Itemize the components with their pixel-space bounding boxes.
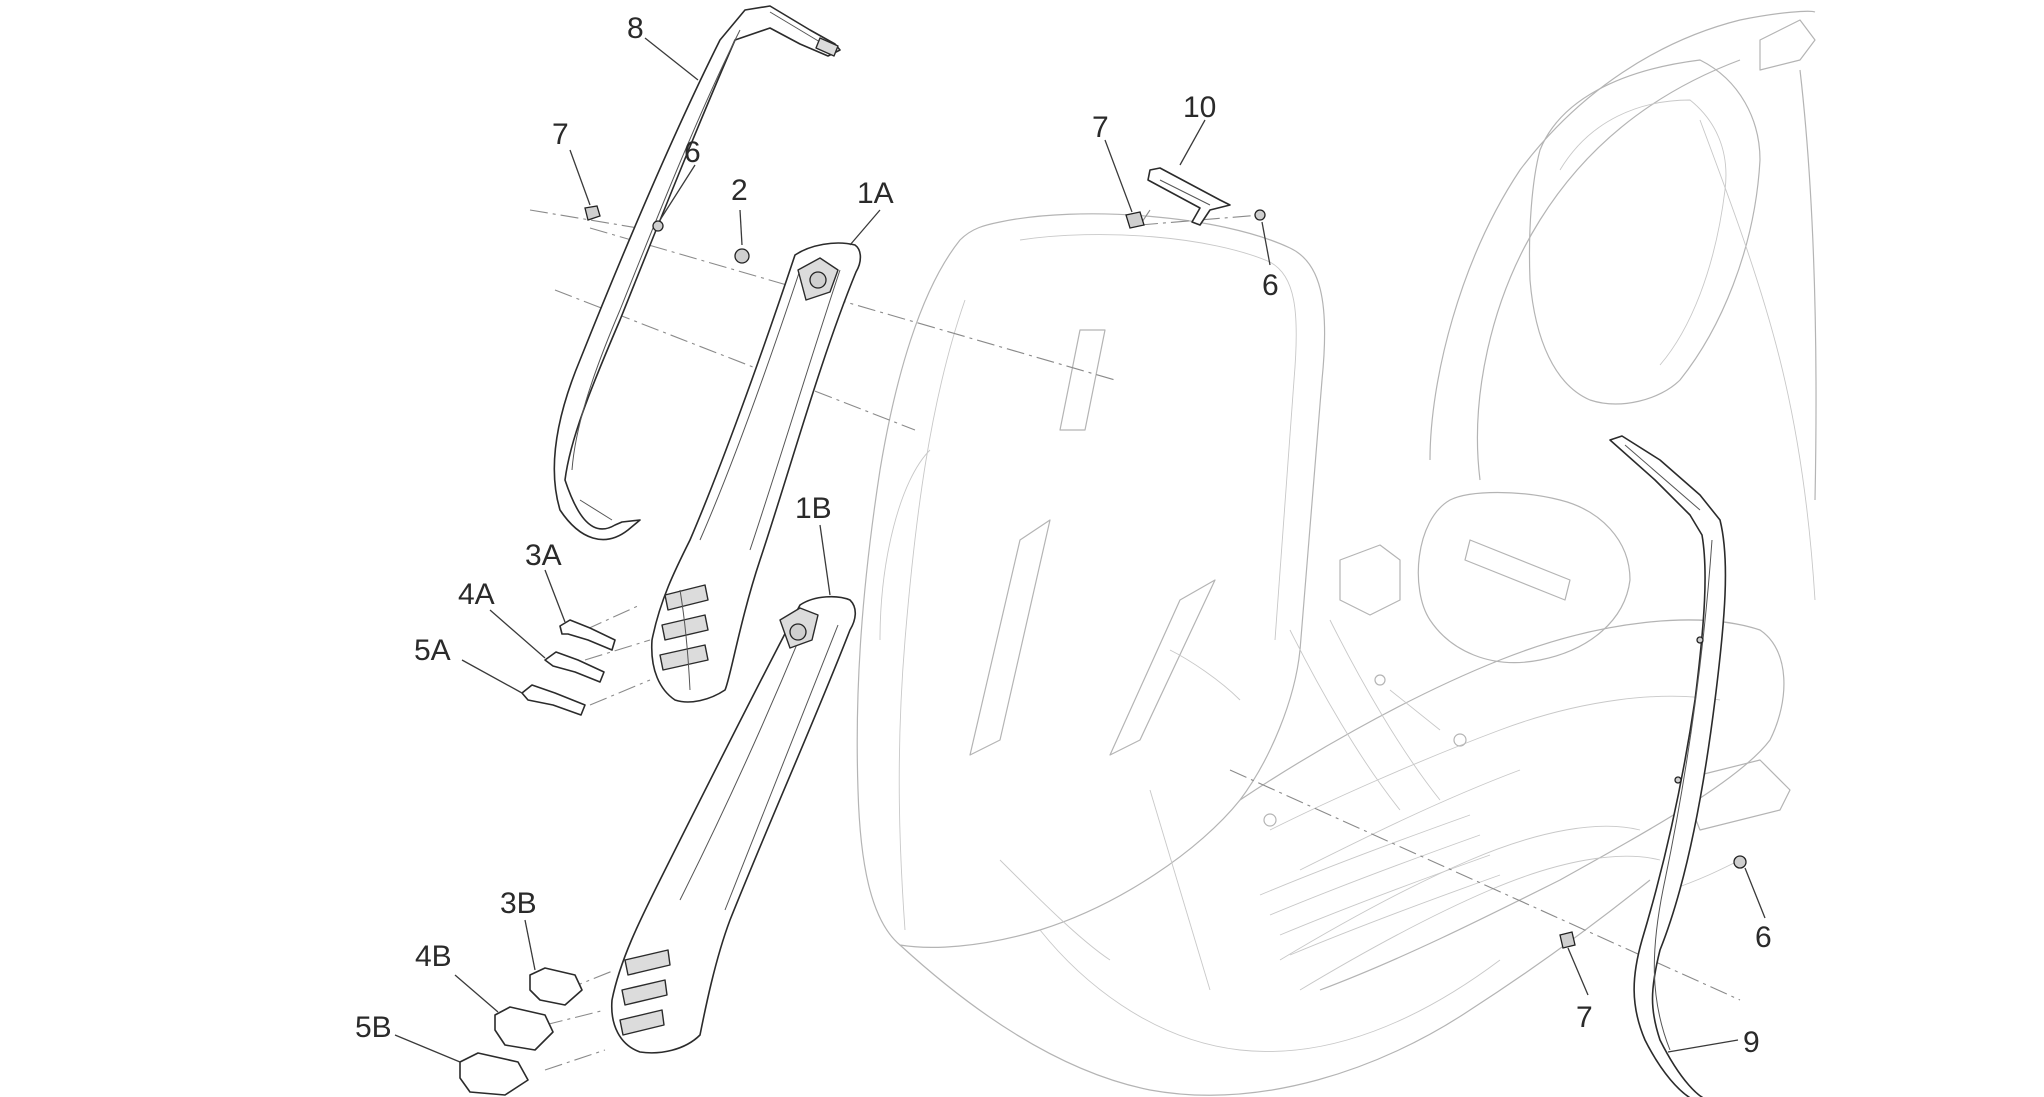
- part-7-clip-upper-left: [584, 205, 601, 221]
- callout-4a: 4A: [458, 578, 495, 611]
- callout-10: 10: [1183, 91, 1216, 124]
- callout-2: 2: [731, 174, 748, 207]
- part-8-left-shield-trim: [553, 5, 841, 541]
- part-7-clip-upper-right: [1125, 211, 1145, 229]
- part-6-screw-lower-right: [1733, 855, 1747, 869]
- callout-9: 9: [1743, 1026, 1760, 1059]
- callout-6-lower-right: 6: [1755, 921, 1772, 954]
- part-2-screw: [734, 248, 750, 264]
- part-7-clip-lower-right: [1559, 931, 1576, 949]
- callout-8: 8: [627, 12, 644, 45]
- leader-lines: [394, 37, 1766, 1063]
- parts-3b-4b-5b-lower-grille-inserts: [459, 967, 583, 1096]
- callout-5b: 5B: [355, 1011, 392, 1044]
- part-6-screw-upper-left: [652, 220, 664, 232]
- callout-5a: 5A: [414, 634, 451, 667]
- callout-3b: 3B: [500, 887, 537, 920]
- callout-1b: 1B: [795, 492, 832, 525]
- parts-3a-4a-5a-upper-grille-inserts: [521, 619, 616, 716]
- part-6-screw-upper-right: [1254, 209, 1266, 221]
- fasteners: [584, 205, 1747, 949]
- callout-6-upper-right: 6: [1262, 269, 1279, 302]
- callout-6-upper-left: 6: [684, 136, 701, 169]
- part-9-right-shield-trim: [1609, 435, 1727, 1097]
- scooter-body-ghost: [856, 10, 1817, 1096]
- callout-labels: 8 7 6 2 1A 7 10 6 1B 3A 4A 5A 3B 4B 5B 6…: [355, 12, 1772, 1059]
- part-1a-upper-horn-cover: [650, 242, 862, 703]
- callout-1a: 1A: [857, 177, 894, 210]
- part-1b-lower-horn-cover: [610, 595, 857, 1054]
- callout-4b: 4B: [415, 940, 452, 973]
- callout-3a: 3A: [525, 539, 562, 572]
- callout-7-upper-right: 7: [1092, 111, 1109, 144]
- callout-7-upper-left: 7: [552, 118, 569, 151]
- part-10-bracket: [1147, 167, 1231, 226]
- callout-7-lower-right: 7: [1576, 1001, 1593, 1034]
